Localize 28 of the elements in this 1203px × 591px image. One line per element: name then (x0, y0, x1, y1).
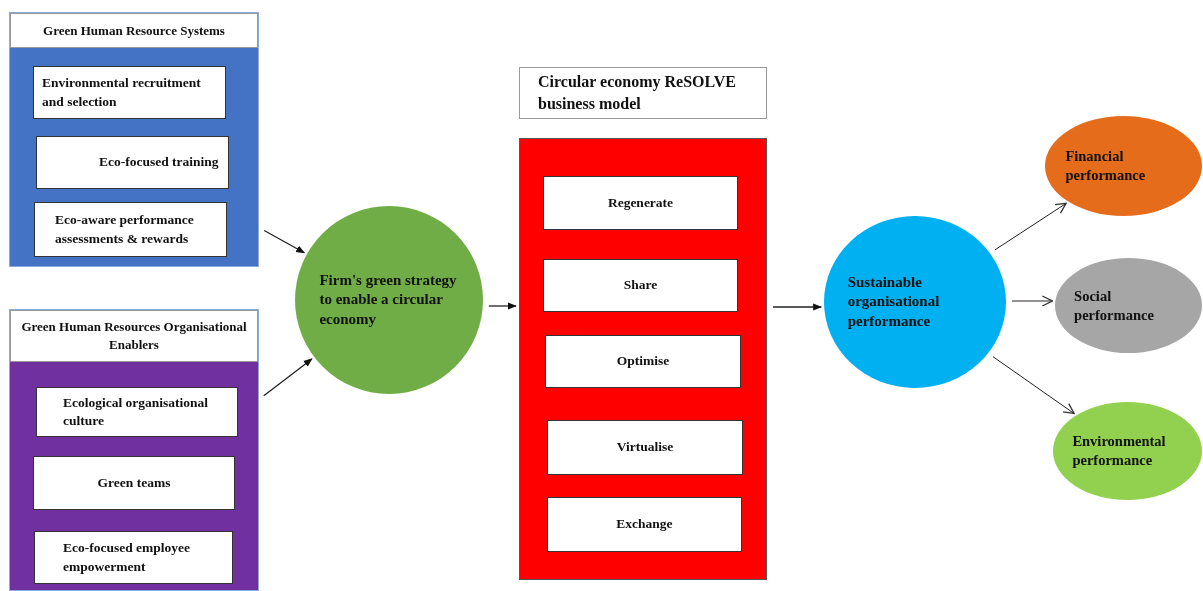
panel-heading: Circular economy ReSOLVE business model (519, 67, 767, 119)
node-text: Sustainable organisational performance (847, 272, 941, 331)
node-text: Social performance (1074, 286, 1155, 325)
text-box: Optimise (545, 335, 741, 388)
arrow (992, 356, 1075, 415)
group-panel (9, 12, 259, 267)
text-box: Virtualise (547, 420, 743, 475)
text-box: Green teams (33, 456, 235, 510)
arrow (994, 202, 1067, 251)
text-box: Ecological organisational culture (36, 387, 238, 437)
text-box: Exchange (547, 497, 742, 552)
text-box: Share (543, 259, 738, 312)
text-box: Eco-aware performance assessments & rewards (34, 202, 227, 257)
node-text: Environmental performance (1072, 432, 1167, 470)
arrow (1011, 295, 1053, 307)
panel-heading: Green Human Resources Organisational Enablers (10, 310, 258, 362)
arrow (263, 229, 306, 254)
node-text: Firm's green strategy to enable a circular economy (319, 270, 458, 329)
arrow (772, 303, 823, 311)
group-panel (9, 309, 259, 591)
text-box: Regenerate (543, 176, 738, 230)
text-box: Eco-focused training (36, 136, 229, 189)
panel-heading: Green Human Resource Systems (10, 13, 258, 48)
text-box: Environmental recruitment and selection (33, 66, 226, 119)
arrow (263, 358, 313, 397)
text-box: Eco-focused employee empowerment (34, 531, 233, 584)
node-text: Financial performance (1065, 147, 1147, 185)
arrow (488, 302, 517, 310)
